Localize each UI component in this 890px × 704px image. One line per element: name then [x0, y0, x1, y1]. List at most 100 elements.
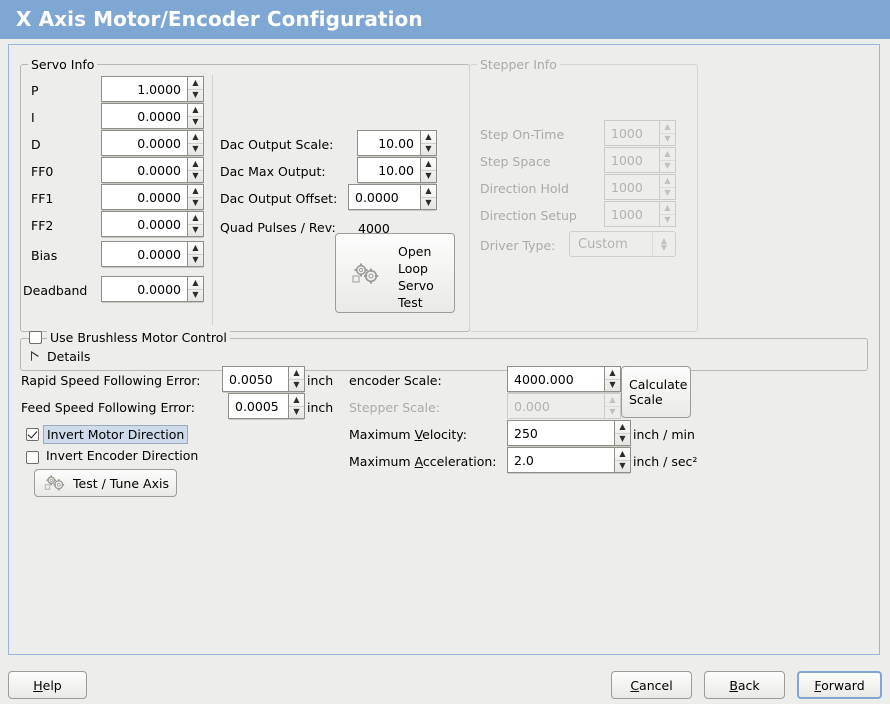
servo-spin-ff2-value[interactable]: 0.0000	[101, 211, 187, 237]
spin-down-icon[interactable]: ▼	[188, 223, 203, 237]
use-brushless-checkbox[interactable]	[29, 331, 42, 344]
invert-motor-direction-checkbox[interactable]	[26, 428, 39, 441]
spin-up-icon[interactable]: ▲	[192, 242, 199, 252]
spin-down-icon[interactable]: ▼	[421, 142, 436, 156]
max-acceleration-buttons[interactable]: ▲ ▼	[614, 447, 631, 473]
max-acceleration-value[interactable]: 2.0	[507, 447, 614, 473]
servo-spin-bias[interactable]: 0.0000 ▲ ▼	[101, 241, 204, 268]
servo-spin-p-buttons[interactable]: ▲ ▼	[187, 76, 204, 102]
encoder-scale-buttons[interactable]: ▲ ▼	[604, 366, 621, 392]
dac-output-offset-buttons[interactable]: ▲ ▼	[420, 184, 437, 210]
servo-frame-separator	[212, 75, 213, 325]
spin-up-icon[interactable]: ▲	[425, 185, 432, 195]
spin-down-icon[interactable]: ▼	[188, 88, 203, 102]
servo-spin-d-value[interactable]: 0.0000	[101, 130, 187, 156]
spin-up-icon[interactable]: ▲	[425, 131, 432, 141]
open-loop-servo-test-button[interactable]: Open Loop Servo Test	[335, 233, 455, 313]
max-velocity-spin[interactable]: 250 ▲ ▼	[507, 420, 631, 447]
spin-up-icon[interactable]: ▲	[192, 158, 199, 168]
rapid-following-error-spin[interactable]: 0.0050 ▲ ▼	[222, 366, 305, 393]
direction-hold-label: Direction Hold	[480, 181, 569, 196]
calculate-scale-line1: Calculate	[629, 377, 688, 392]
encoder-scale-value[interactable]: 4000.000	[507, 366, 604, 392]
dac-output-offset-value[interactable]: 0.0000	[348, 184, 420, 210]
servo-spin-d[interactable]: 0.0000 ▲ ▼	[101, 130, 204, 157]
help-button[interactable]: Help	[8, 671, 87, 699]
invert-encoder-direction-label[interactable]: Invert Encoder Direction	[46, 448, 199, 463]
dac-output-offset-spin[interactable]: 0.0000 ▲ ▼	[348, 184, 437, 211]
servo-spin-ff0-value[interactable]: 0.0000	[101, 157, 187, 183]
spin-up-icon[interactable]: ▲	[192, 77, 199, 87]
spin-down-icon[interactable]: ▼	[289, 405, 304, 419]
spin-down-icon[interactable]: ▼	[421, 169, 436, 183]
servo-spin-ff2[interactable]: 0.0000 ▲ ▼	[101, 211, 204, 238]
dac-output-scale-value[interactable]: 10.00	[357, 130, 420, 156]
cancel-label: ancel	[639, 677, 673, 693]
spin-down-icon[interactable]: ▼	[421, 196, 436, 210]
encoder-scale-spin[interactable]: 4000.000 ▲ ▼	[507, 366, 621, 393]
servo-spin-bias-buttons[interactable]: ▲ ▼	[187, 241, 204, 267]
spin-up-icon[interactable]: ▲	[293, 367, 300, 377]
servo-spin-deadband[interactable]: 0.0000 ▲ ▼	[101, 276, 204, 303]
rapid-following-error-value[interactable]: 0.0050	[222, 366, 288, 392]
details-label[interactable]: Details	[47, 349, 91, 364]
dac-max-output-value[interactable]: 10.00	[357, 157, 420, 183]
servo-spin-ff2-buttons[interactable]: ▲ ▼	[187, 211, 204, 237]
spin-down-icon[interactable]: ▼	[188, 288, 203, 302]
max-velocity-value[interactable]: 250	[507, 420, 614, 446]
spin-up-icon[interactable]: ▲	[619, 421, 626, 431]
servo-spin-ff1-value[interactable]: 0.0000	[101, 184, 187, 210]
invert-motor-direction-label[interactable]: Invert Motor Direction	[43, 425, 189, 444]
spin-up-icon[interactable]: ▲	[192, 185, 199, 195]
rapid-following-error-buttons[interactable]: ▲ ▼	[288, 366, 305, 392]
spin-down-icon[interactable]: ▼	[289, 378, 304, 392]
spin-up-icon[interactable]: ▲	[192, 212, 199, 222]
servo-spin-p[interactable]: 1.0000 ▲ ▼	[101, 76, 204, 103]
dac-output-scale-spin[interactable]: 10.00 ▲ ▼	[357, 130, 437, 157]
max-velocity-buttons[interactable]: ▲ ▼	[614, 420, 631, 446]
spin-up-icon[interactable]: ▲	[192, 131, 199, 141]
feed-following-error-value[interactable]: 0.0005	[228, 393, 288, 419]
stepper-info-legend: Stepper Info	[477, 57, 560, 72]
max-acceleration-unit: inch / sec²	[633, 454, 698, 469]
feed-following-error-spin[interactable]: 0.0005 ▲ ▼	[228, 393, 305, 420]
forward-button[interactable]: Forward	[797, 671, 882, 699]
servo-spin-d-buttons[interactable]: ▲ ▼	[187, 130, 204, 156]
back-button[interactable]: Back	[704, 671, 785, 699]
servo-spin-ff0-buttons[interactable]: ▲ ▼	[187, 157, 204, 183]
servo-spin-deadband-buttons[interactable]: ▲ ▼	[187, 276, 204, 302]
spin-down-icon[interactable]: ▼	[188, 196, 203, 210]
servo-spin-ff0[interactable]: 0.0000 ▲ ▼	[101, 157, 204, 184]
spin-up-icon[interactable]: ▲	[619, 448, 626, 458]
cancel-button[interactable]: Cancel	[611, 671, 692, 699]
spin-down-icon[interactable]: ▼	[188, 115, 203, 129]
spin-up-icon[interactable]: ▲	[425, 158, 432, 168]
spin-down-icon[interactable]: ▼	[188, 253, 203, 267]
servo-spin-ff1-buttons[interactable]: ▲ ▼	[187, 184, 204, 210]
spin-up-icon[interactable]: ▲	[609, 367, 616, 377]
servo-spin-i-buttons[interactable]: ▲ ▼	[187, 103, 204, 129]
dac-output-scale-buttons[interactable]: ▲ ▼	[420, 130, 437, 156]
spin-down-icon[interactable]: ▼	[188, 142, 203, 156]
spin-down-icon[interactable]: ▼	[615, 459, 630, 473]
dac-max-output-spin[interactable]: 10.00 ▲ ▼	[357, 157, 437, 184]
invert-encoder-direction-checkbox[interactable]	[26, 451, 39, 464]
spin-down-icon[interactable]: ▼	[605, 378, 620, 392]
dac-max-output-buttons[interactable]: ▲ ▼	[420, 157, 437, 183]
servo-spin-ff1[interactable]: 0.0000 ▲ ▼	[101, 184, 204, 211]
max-acceleration-spin[interactable]: 2.0 ▲ ▼	[507, 447, 631, 474]
servo-spin-bias-value[interactable]: 0.0000	[101, 241, 187, 267]
test-tune-axis-button[interactable]: Test / Tune Axis	[34, 469, 177, 497]
servo-spin-p-value[interactable]: 1.0000	[101, 76, 187, 102]
servo-spin-i-value[interactable]: 0.0000	[101, 103, 187, 129]
spin-up-icon[interactable]: ▲	[192, 104, 199, 114]
direction-hold-spin: 1000 ▲ ▼	[604, 174, 676, 200]
servo-spin-i[interactable]: 0.0000 ▲ ▼	[101, 103, 204, 130]
feed-following-error-buttons[interactable]: ▲ ▼	[288, 393, 305, 419]
servo-spin-deadband-value[interactable]: 0.0000	[101, 276, 187, 302]
calculate-scale-button[interactable]: Calculate Scale	[621, 366, 691, 418]
spin-up-icon[interactable]: ▲	[293, 394, 300, 404]
spin-up-icon[interactable]: ▲	[192, 277, 199, 287]
spin-down-icon[interactable]: ▼	[615, 432, 630, 446]
spin-down-icon[interactable]: ▼	[188, 169, 203, 183]
